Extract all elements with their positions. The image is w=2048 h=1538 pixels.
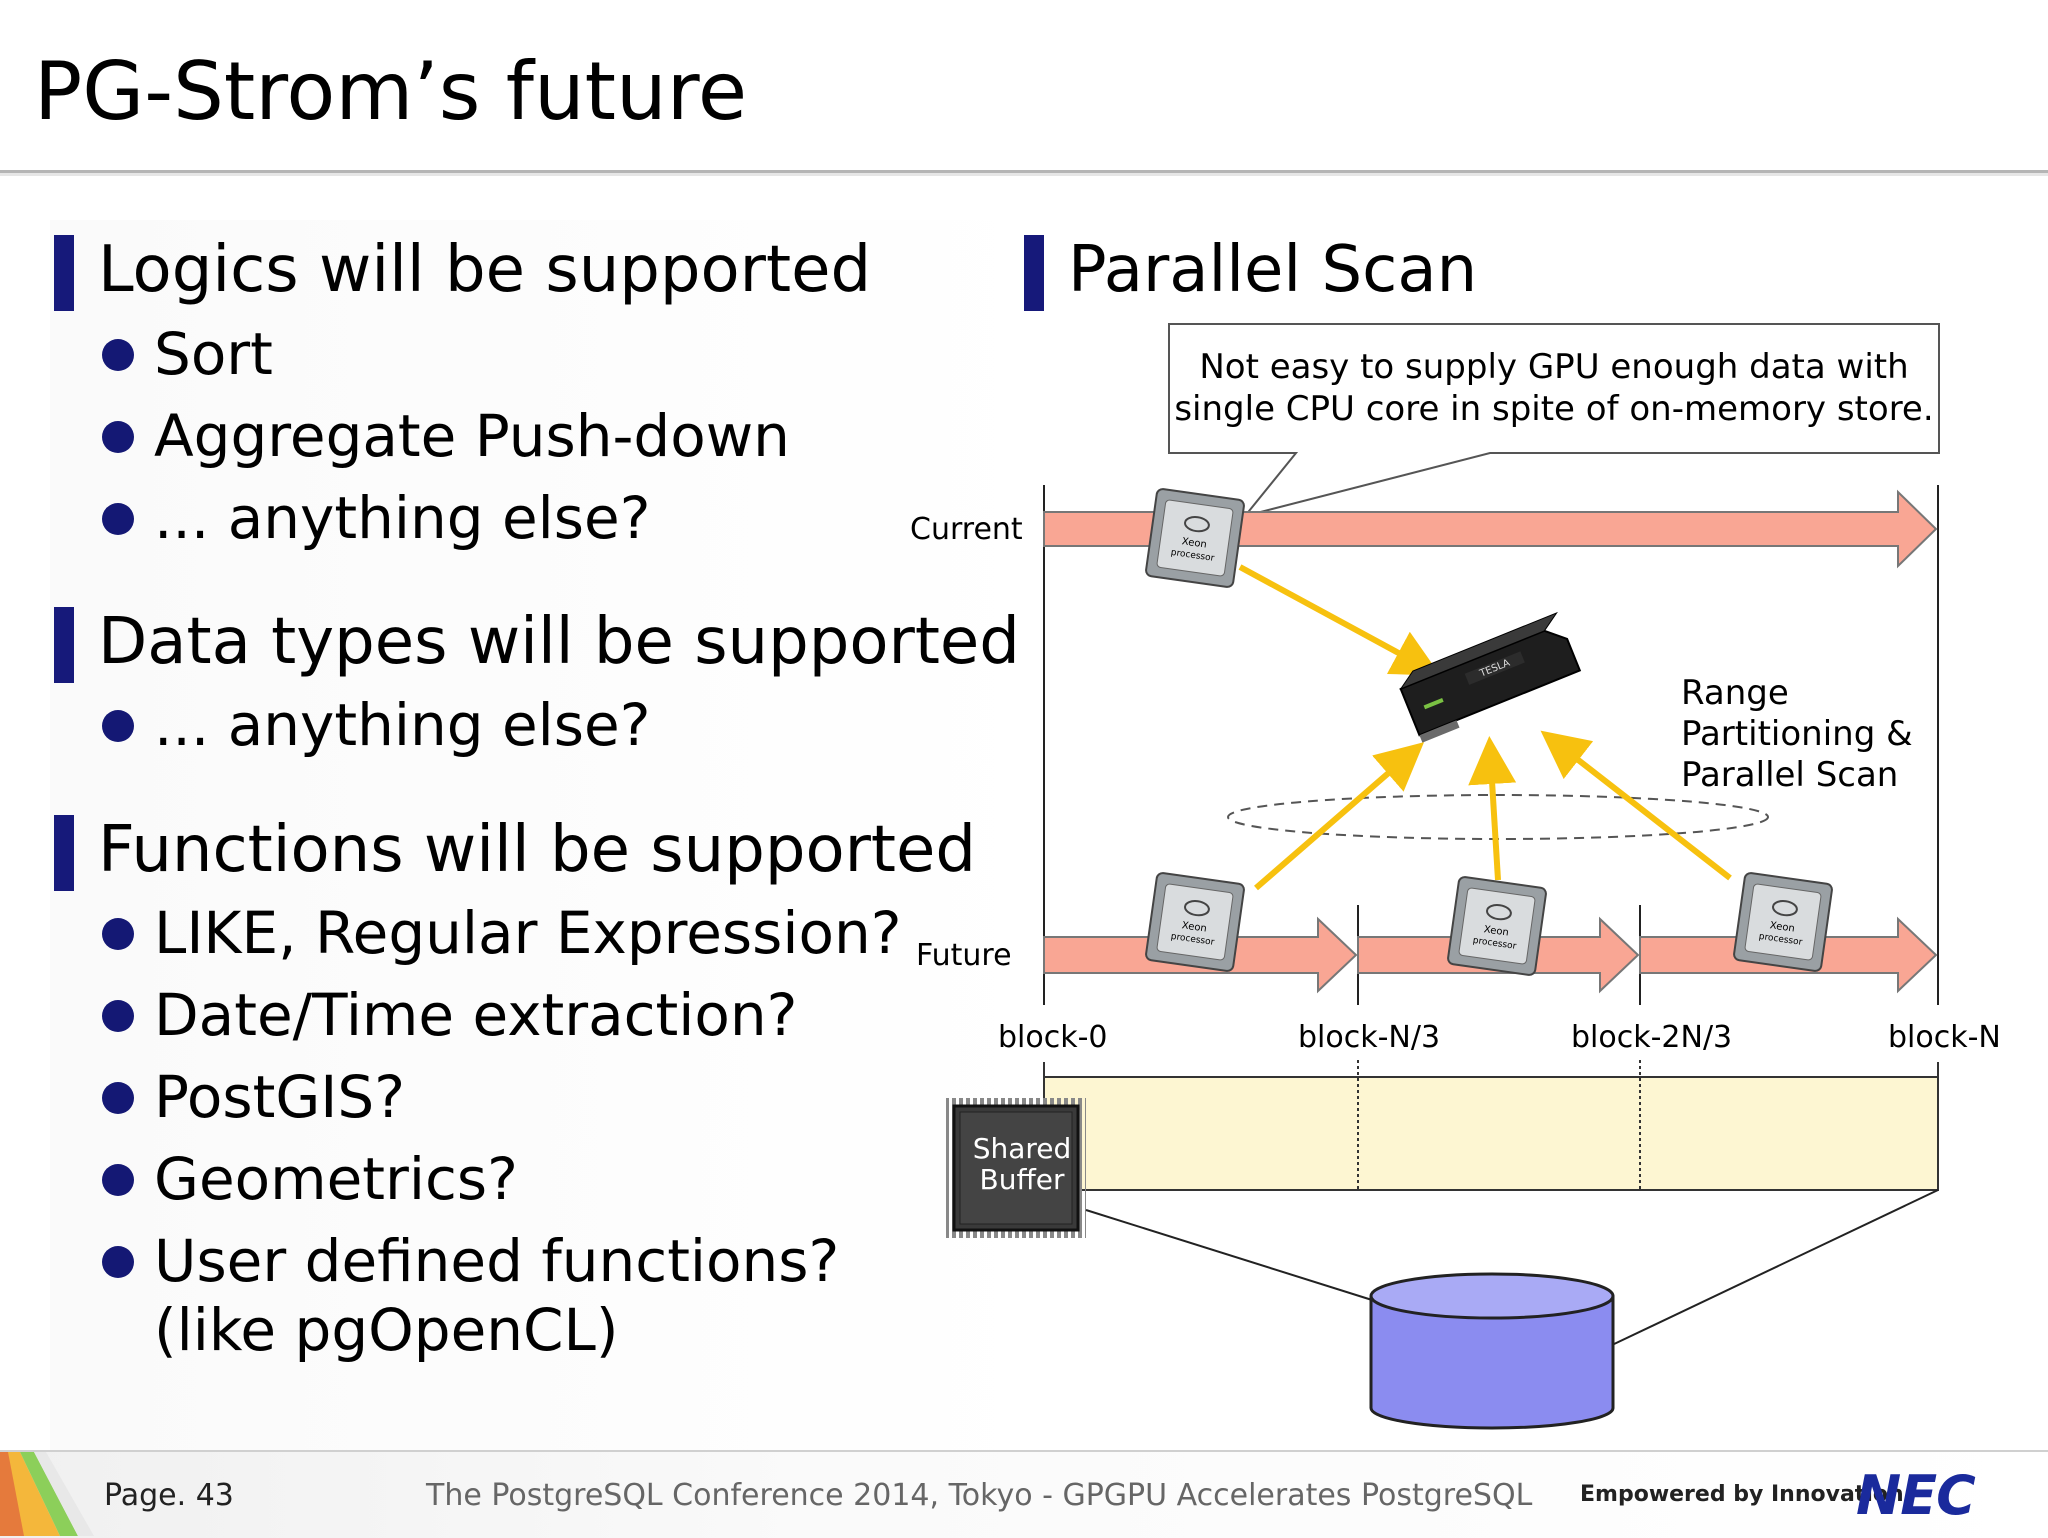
callout-line: single CPU core in spite of on-memory st…: [1174, 389, 1934, 429]
current-label: Current: [910, 512, 1023, 547]
bullet-item: Date/Time extraction?: [154, 981, 798, 1049]
cpu-chip-icon: Xeon processor: [1145, 872, 1245, 972]
svg-text:Xeon: Xeon: [1181, 536, 1207, 550]
shared-buffer-band: [1043, 1060, 1939, 1191]
gpu-card-icon: TESLA: [1399, 611, 1582, 743]
data-flow-arrows: [1238, 564, 1732, 891]
cpu-chip-icon: Xeon processor: [1447, 876, 1547, 976]
cpu-chip-icon: Xeon processor: [1733, 872, 1833, 972]
company-tagline: Empowered by Innovation: [1580, 1482, 1904, 1507]
svg-text:Xeon: Xeon: [1181, 920, 1207, 934]
heading-data-types: Data types will be supported: [98, 605, 1020, 679]
bullet-dot: [102, 1000, 134, 1032]
heading-marker: [1024, 235, 1044, 311]
bullet-dot: [102, 918, 134, 950]
slide-title: PG-Strom’s future: [34, 45, 748, 138]
bullet-item: Aggregate Push-down: [154, 402, 790, 470]
memory-chip-icon: [946, 1098, 1086, 1238]
heading-marker: [54, 815, 74, 891]
slide-footer: [0, 1450, 2048, 1538]
parallel-scan-diagram: Xeon processor Xeon processor Xeon proce…: [946, 323, 1940, 1430]
heading-marker: [54, 607, 74, 683]
bullet-dot: [102, 710, 134, 742]
block-label: block-N: [1888, 1020, 2001, 1055]
nec-logo: NEC: [1856, 1464, 1976, 1527]
cpu-chip-icon: Xeon processor: [1145, 488, 1245, 588]
bullet-dot: [102, 1164, 134, 1196]
range-label-line: Partitioning &: [1681, 714, 1913, 754]
bullet-item: PostGIS?: [154, 1063, 406, 1131]
buffer-label-line: Buffer: [979, 1163, 1065, 1196]
heading-logics: Logics will be supported: [98, 233, 872, 307]
block-label: block-N/3: [1298, 1020, 1441, 1055]
shared-buffer-label: Shared Buffer: [955, 1133, 1089, 1195]
bullet-item: LIKE, Regular Expression?: [154, 899, 902, 967]
footer-decoration: [0, 1452, 94, 1536]
callout-line: Not easy to supply GPU enough data with: [1199, 347, 1909, 387]
bullet-item: Geometrics?: [154, 1145, 518, 1213]
bullet-item: ... anything else?: [154, 691, 651, 759]
heading-marker: [54, 235, 74, 311]
bullet-dot: [102, 421, 134, 453]
bullet-dot: [102, 339, 134, 371]
range-label-line: Parallel Scan: [1681, 755, 1899, 795]
bullet-item: Sort: [154, 320, 273, 388]
block-label: block-0: [998, 1020, 1108, 1055]
bullet-continuation: (like pgOpenCL): [154, 1296, 619, 1364]
block-label: block-2N/3: [1571, 1020, 1733, 1055]
database-icon: [1369, 1272, 1615, 1430]
future-label: Future: [916, 938, 1012, 973]
bullet-dot: [102, 1082, 134, 1114]
heading-parallel-scan: Parallel Scan: [1068, 233, 1478, 307]
conference-title: The PostgreSQL Conference 2014, Tokyo - …: [426, 1478, 1533, 1513]
bullet-dot: [102, 503, 134, 535]
bullet-dot: [102, 1246, 134, 1278]
title-divider: [0, 170, 2048, 173]
heading-functions: Functions will be supported: [98, 813, 976, 887]
svg-text:Xeon: Xeon: [1483, 924, 1509, 938]
callout-text: Not easy to supply GPU enough data with …: [1170, 346, 1938, 430]
svg-text:Xeon: Xeon: [1769, 920, 1795, 934]
bullet-item: ... anything else?: [154, 484, 651, 552]
page-number: Page. 43: [104, 1478, 234, 1513]
buffer-label-line: Shared: [972, 1132, 1072, 1165]
range-label-line: Range: [1681, 673, 1789, 713]
title-divider-shadow: [0, 173, 2048, 176]
range-partitioning-label: Range Partitioning & Parallel Scan: [1681, 673, 1913, 796]
callout-box: [1168, 323, 1940, 518]
bullet-item: User defined functions?: [154, 1227, 840, 1295]
